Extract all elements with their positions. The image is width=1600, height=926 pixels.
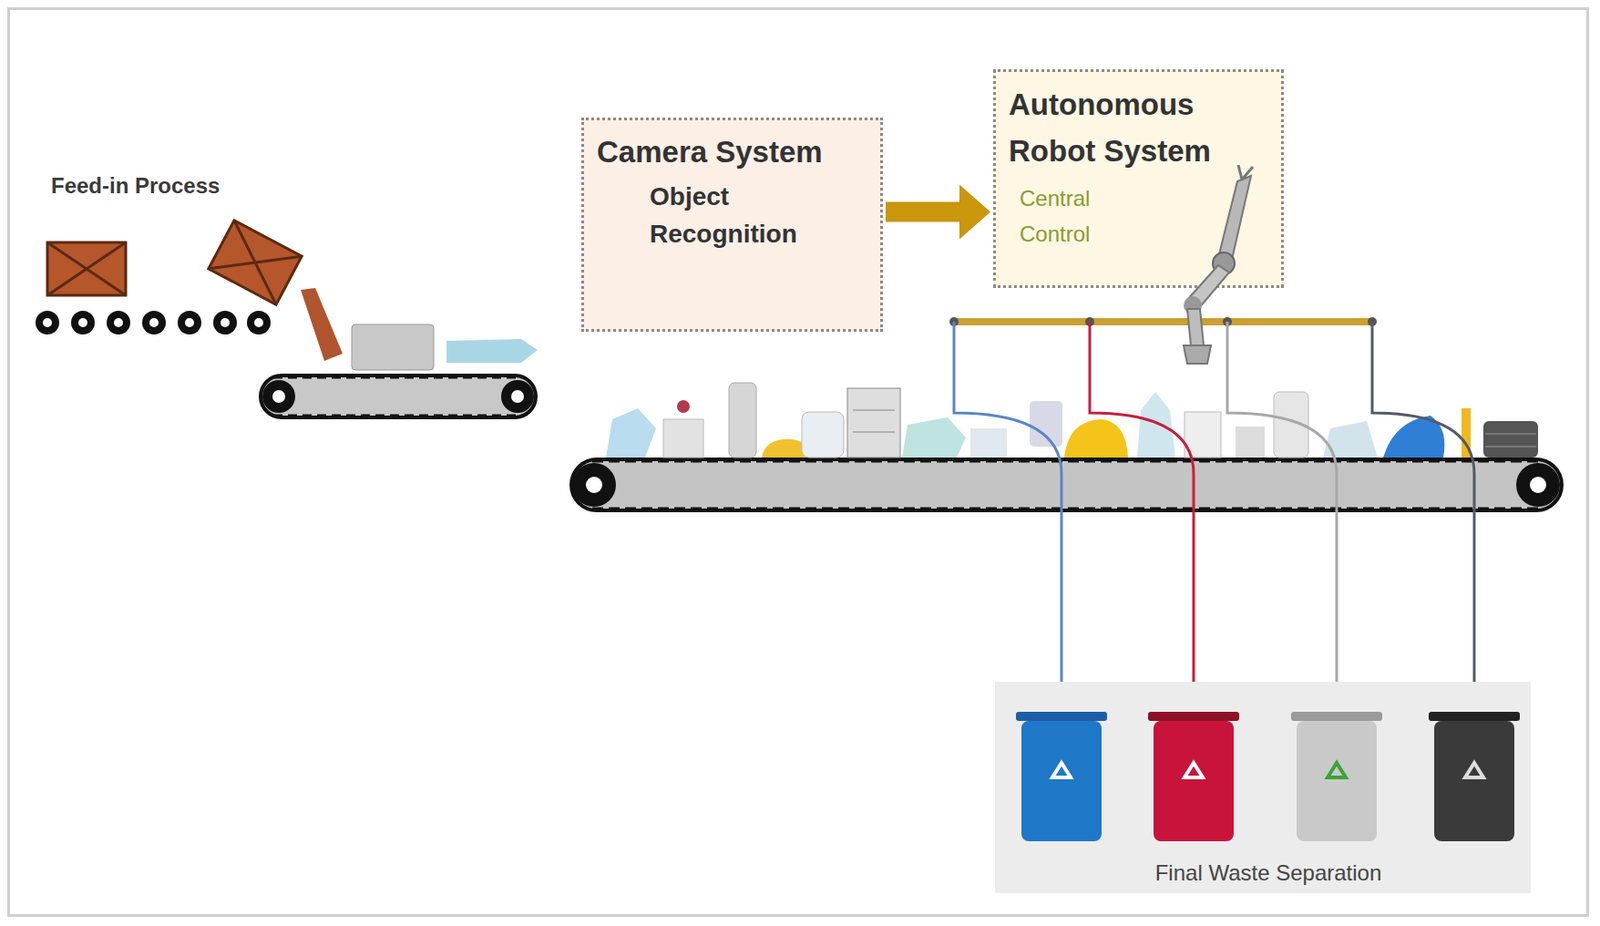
cardboard-box xyxy=(47,242,126,296)
waste-items xyxy=(605,382,1539,458)
robot-rail xyxy=(949,317,1377,327)
main-conveyor xyxy=(571,459,1562,511)
panel-caption: Final Waste Separation xyxy=(994,860,1542,886)
section-label: Feed-in Process xyxy=(51,173,220,199)
falling-bottle xyxy=(300,287,343,361)
box-heading: Camera System xyxy=(596,134,868,170)
feed-conveyor xyxy=(260,375,536,418)
box-body: Object Recognition xyxy=(649,178,796,253)
roller-chain xyxy=(35,310,271,335)
waste-item xyxy=(351,324,434,370)
box-heading: Autonomous Robot System xyxy=(1008,81,1255,175)
system-box: Camera SystemObject Recognition xyxy=(581,117,883,332)
system-box: Autonomous Robot SystemCentral Control xyxy=(993,69,1284,288)
robot-arm xyxy=(1150,163,1279,464)
bins xyxy=(1015,711,1520,842)
sorting-paths xyxy=(953,321,1481,705)
arrow-shape xyxy=(885,184,991,240)
flow-arrow xyxy=(885,184,991,240)
tipping-box xyxy=(208,220,302,305)
bin-panel-node: Final Waste Separation xyxy=(994,681,1542,895)
waste-bottle xyxy=(446,338,538,363)
box-body: Central Control xyxy=(1019,181,1129,252)
